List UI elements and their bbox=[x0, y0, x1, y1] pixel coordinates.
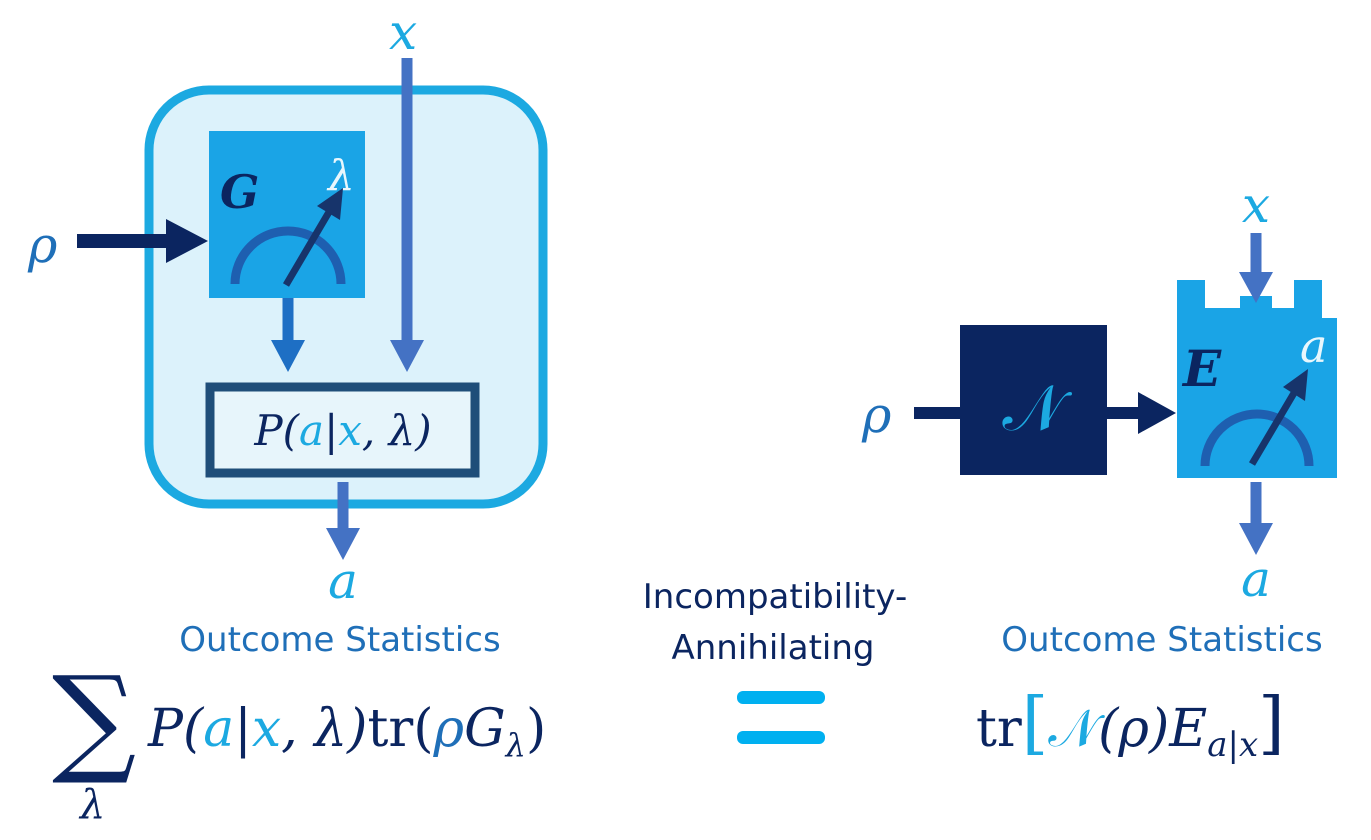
x-input-arrow-head bbox=[390, 340, 424, 372]
measurement-e-label: E bbox=[1181, 339, 1222, 398]
left-sum-index: λ bbox=[78, 782, 105, 828]
postprocessing-box bbox=[205, 382, 480, 478]
right-x-label: x bbox=[1242, 176, 1270, 234]
relation-line-1: Incompatibility- bbox=[643, 577, 907, 617]
equals-bar-bottom bbox=[737, 731, 825, 744]
rho-input-arrow-head bbox=[166, 219, 208, 263]
left-sum-symbol: ∑ bbox=[52, 650, 136, 788]
right-meter-needle-head-icon bbox=[1283, 369, 1308, 401]
left-a-label: a bbox=[328, 552, 358, 610]
meter-dial-icon bbox=[230, 226, 346, 285]
left-x-label: x bbox=[389, 3, 417, 61]
channel-n-label: 𝒩 bbox=[1002, 372, 1072, 446]
right-rho-label: ρ bbox=[861, 386, 892, 444]
postprocessing-label: P(a|x, λ) bbox=[253, 406, 431, 455]
meter-needle-icon bbox=[282, 210, 333, 287]
right-output-arrow-head bbox=[1239, 523, 1273, 555]
left-formula: P(a|x, λ)tr(ρGλ) bbox=[147, 699, 546, 764]
channel-n-box bbox=[960, 325, 1107, 475]
lambda-to-p-arrow-head bbox=[271, 340, 305, 372]
right-meter-dial-icon bbox=[1200, 409, 1314, 467]
right-a-label: a bbox=[1241, 550, 1271, 608]
right-formula: tr[𝒩(ρ)Ea|x] bbox=[976, 684, 1285, 765]
left-rho-label: ρ bbox=[27, 216, 58, 274]
measurement-a-label: a bbox=[1300, 319, 1327, 373]
right-x-arrow-head bbox=[1239, 272, 1273, 303]
middle-relation: Incompatibility- Annihilating = bbox=[643, 577, 907, 744]
meter-needle-head-icon bbox=[317, 188, 343, 220]
left-output-arrow-head bbox=[326, 528, 360, 560]
right-diagram: ρ 𝒩 E a x a Outcome Statistics tr[𝒩(ρ)Ea… bbox=[861, 176, 1337, 765]
left-diagram: G λ ρ x P(a|x, λ) a Outcome Statistics ∑… bbox=[27, 3, 548, 828]
relation-line-2: Annihilating bbox=[672, 628, 875, 668]
left-caption: Outcome Statistics bbox=[179, 620, 500, 660]
right-caption: Outcome Statistics bbox=[1001, 620, 1322, 660]
measurement-g-label: G bbox=[220, 165, 259, 219]
right-meter-needle-icon bbox=[1248, 391, 1298, 466]
equals-bar-top bbox=[737, 691, 825, 704]
channel-to-measurement-arrow-head bbox=[1138, 392, 1176, 434]
